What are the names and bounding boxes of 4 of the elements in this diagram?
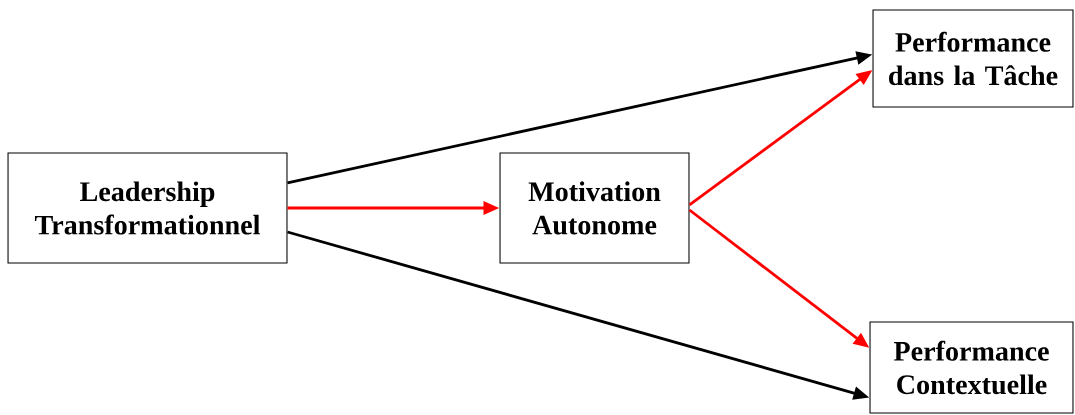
process-box: Performance Contextuelle: [869, 321, 1074, 414]
process-box: Leadership Transformationnel: [7, 152, 288, 264]
process-box: Performance dans la Tâche: [872, 9, 1074, 108]
process-box: Motivation Autonome: [499, 152, 690, 264]
